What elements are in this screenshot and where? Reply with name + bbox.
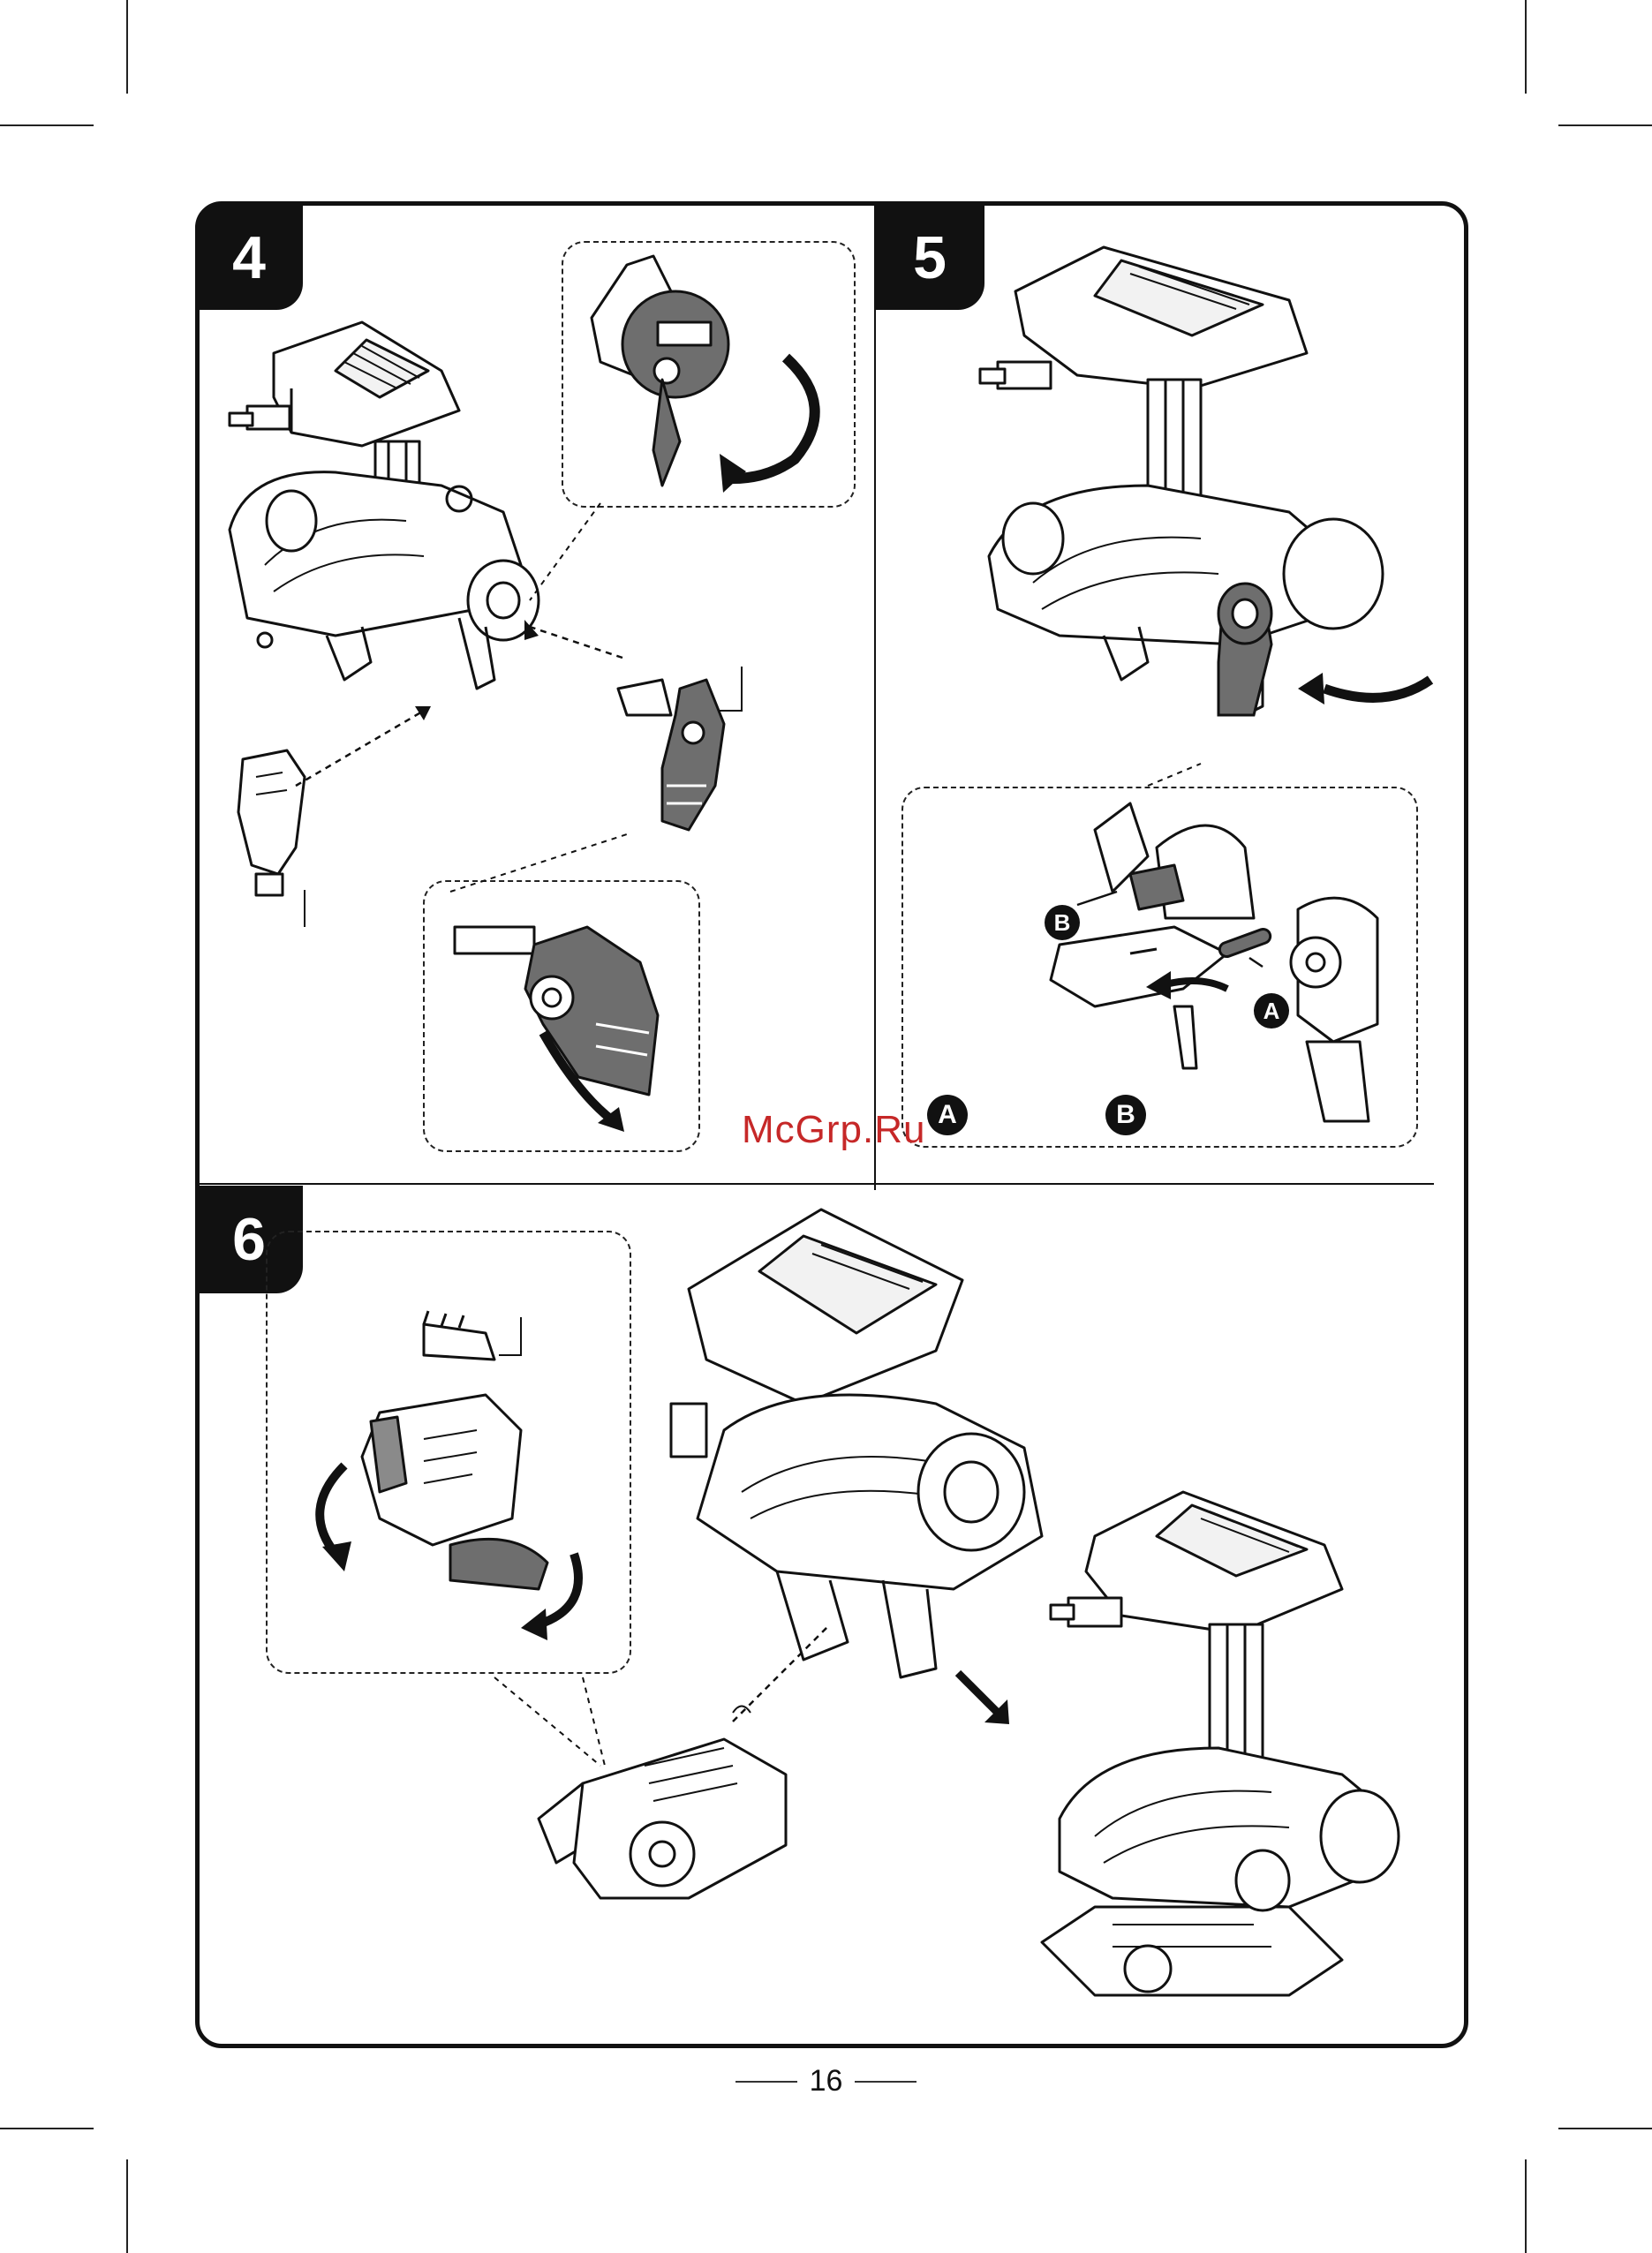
page-number-text: 16 [810, 2064, 843, 2099]
page-number-rule-left [735, 2081, 797, 2083]
watermark: McGrp.Ru [742, 1108, 925, 1152]
dashed-guide-arrow-left [283, 697, 441, 803]
step-divider-horizontal [200, 1183, 1434, 1185]
crop-mark-bottom-right-v [1525, 2159, 1527, 2253]
step-6-next-arrow [949, 1664, 1020, 1735]
step-6-robot-illustration [671, 1201, 1042, 1704]
step-6-final-robot-illustration [1024, 1466, 1395, 2013]
step-4-zoom-part-bottom [437, 892, 693, 1148]
step-6-zoom-part [274, 1307, 627, 1660]
step-4-zoom-part-top [574, 247, 848, 503]
crop-mark-bottom-left-h [0, 2128, 94, 2129]
step-5-callout-a: A [1254, 993, 1289, 1029]
crop-mark-bottom-right-h [1558, 2128, 1652, 2129]
step-divider-vertical [874, 206, 876, 1190]
crop-mark-top-left-h [0, 124, 94, 126]
crop-mark-top-right-v [1525, 0, 1527, 94]
crop-mark-bottom-left-v [126, 2159, 128, 2253]
step-4-callout-lines [406, 830, 636, 900]
step-5-legend-a: A [927, 1095, 968, 1135]
step-5-zoom-part [1042, 777, 1413, 1148]
page-number: 16 [0, 2064, 1652, 2099]
step-5-callout-b: B [1045, 905, 1080, 940]
page-number-rule-right [855, 2081, 917, 2083]
crop-mark-top-right-h [1558, 124, 1652, 126]
step-5-legend-b: B [1105, 1095, 1146, 1135]
step-5-badge: 5 [875, 206, 984, 310]
step-6-leg-part [530, 1686, 795, 1916]
crop-mark-top-left-v [126, 0, 128, 94]
step-5-callout-lines [1139, 759, 1210, 795]
step-4-right-leg-part [609, 662, 777, 839]
dashed-guide-arrow-right [512, 494, 627, 671]
step-5-robot-illustration [971, 221, 1439, 768]
step-4-badge: 4 [195, 206, 303, 310]
